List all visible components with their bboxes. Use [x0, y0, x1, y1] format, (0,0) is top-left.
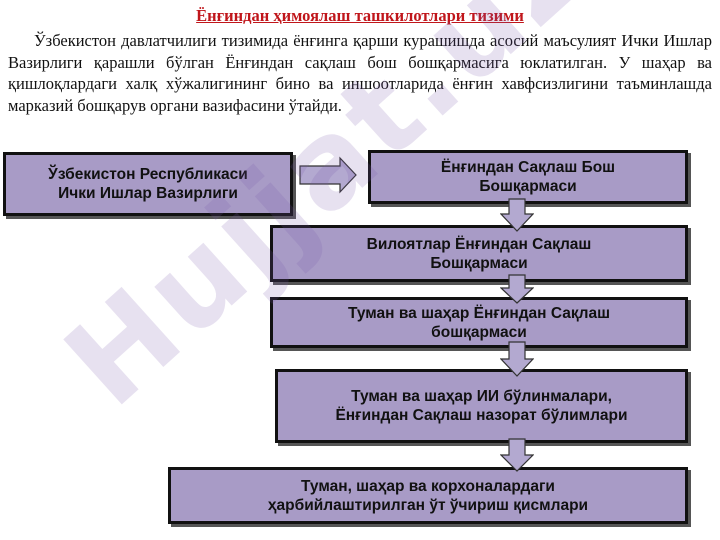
- page-title: Ёнғиндан ҳимоялаш ташкилотлари тизими: [196, 6, 524, 25]
- supervision-units-box: Туман ва шаҳар ИИ бўлинмалари, Ёнғиндан …: [275, 369, 688, 443]
- main-directorate-line2: Бошқармаси: [479, 178, 577, 195]
- fire-brigades-box: Туман, шаҳар ва корхоналардаги ҳарбийлаш…: [168, 467, 688, 524]
- down-arrow-icon: [500, 341, 534, 377]
- main-directorate-box: Ёнғиндан Сақлаш Бош Бошқармаси: [368, 150, 688, 204]
- down-arrow-icon: [500, 274, 534, 304]
- down-arrow-icon: [500, 438, 534, 472]
- fire-brigades-line1: Туман, шаҳар ва корхоналардаги: [301, 477, 555, 495]
- ministry-box-line2: Ички Ишлар Вазирлиги: [58, 185, 238, 202]
- supervision-units-line2: Ёнғиндан Сақлаш назорат бўлимлари: [335, 407, 628, 424]
- district-directorate-line2: бошқармаси: [431, 323, 527, 341]
- intro-paragraph: Ўзбекистон давлатчилиги тизимида ёнғинга…: [8, 31, 712, 115]
- district-directorate-box: Туман ва шаҳар Ёнғиндан Сақлаш бошқармас…: [270, 297, 688, 348]
- right-arrow-icon: [299, 156, 357, 194]
- regional-directorate-line2: Бошқармаси: [430, 254, 528, 272]
- ministry-box-line1: Ўзбекистон Республикаси: [48, 166, 248, 183]
- ministry-box: Ўзбекистон Республикаси Ички Ишлар Вазир…: [3, 152, 293, 216]
- main-directorate-line1: Ёнғиндан Сақлаш Бош: [440, 159, 616, 176]
- supervision-units-line1: Туман ва шаҳар ИИ бўлинмалари,: [351, 388, 612, 405]
- fire-brigades-line2: ҳарбийлаштирилган ўт ўчириш қисмлари: [267, 496, 589, 514]
- regional-directorate-line1: Вилоятлар Ёнғиндан Сақлаш: [366, 235, 592, 253]
- down-arrow-icon: [500, 198, 534, 232]
- regional-directorate-box: Вилоятлар Ёнғиндан Сақлаш Бошқармаси: [270, 225, 688, 282]
- district-directorate-line1: Туман ва шаҳар Ёнғиндан Сақлаш: [347, 304, 610, 322]
